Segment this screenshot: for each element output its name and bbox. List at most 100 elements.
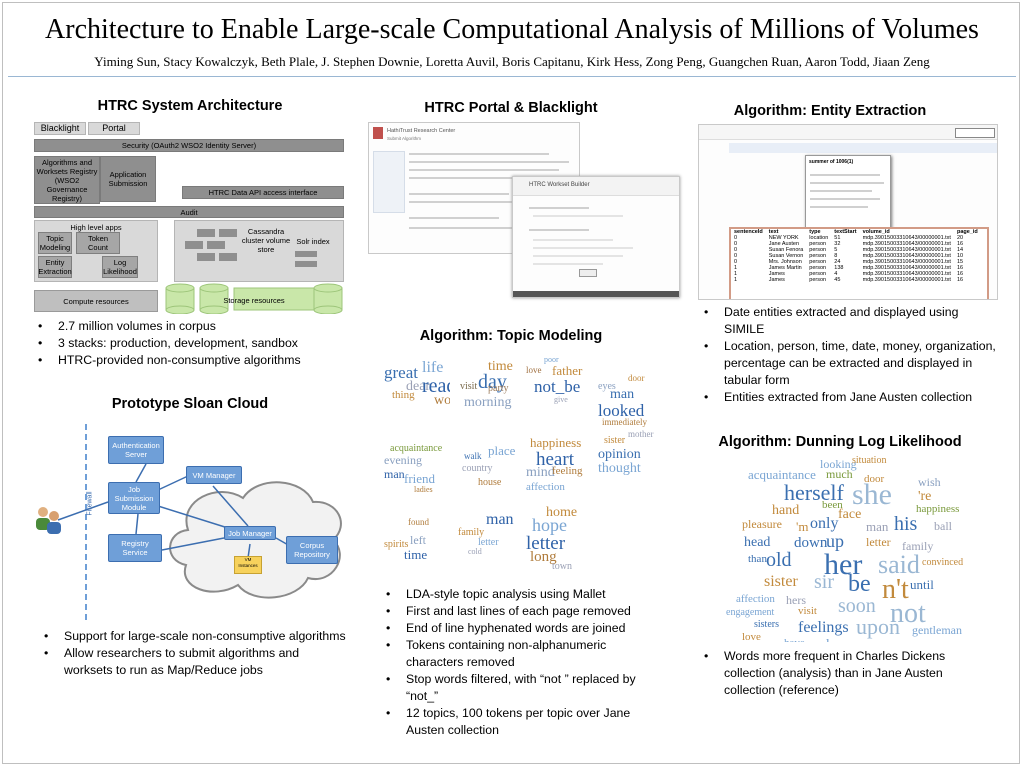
vm-manager-box: VM Manager	[186, 466, 242, 484]
topic-modeling-box: Topic Modeling	[38, 232, 72, 254]
architecture-heading: HTRC System Architecture	[97, 98, 283, 114]
corpus-repository-box: Corpus Repository	[286, 536, 338, 564]
table-cell: 1	[734, 271, 738, 277]
portal-sidebar	[373, 151, 405, 213]
topic-word: opinion	[598, 447, 641, 462]
table-cell: location	[809, 235, 829, 241]
dunning-word: sister	[764, 573, 798, 590]
poster-authors: Yiming Sun, Stacy Kowalczyk, Beth Plale,…	[94, 54, 930, 69]
topic-word: man	[486, 511, 514, 528]
workset-footer	[513, 291, 679, 297]
topic-word: thought	[598, 461, 641, 476]
table-cell: 10	[956, 253, 964, 259]
table-header-cell: text	[768, 229, 779, 235]
bullet: Date entities extracted and displayed us…	[700, 304, 1000, 338]
popup-title: summer of 1006(1)	[809, 159, 854, 165]
high-level-apps-label: High level apps	[70, 223, 122, 232]
job-submission-box: Job Submission Module	[108, 482, 160, 514]
connector	[157, 505, 229, 529]
table-cell: 1	[734, 277, 738, 283]
dunning-word: she	[852, 478, 892, 511]
topic-word: heart	[536, 449, 574, 470]
timeline-band	[729, 143, 997, 153]
dunning-word: sisters	[754, 619, 779, 630]
title-divider	[8, 76, 1016, 77]
topic-word: looked	[598, 401, 645, 420]
topic-word: time	[488, 360, 513, 374]
topic-word: poor	[544, 356, 559, 364]
dunning-word: soon	[838, 595, 876, 617]
dunning-word: feelings	[798, 619, 849, 636]
dunning-word: sir	[814, 571, 834, 593]
dunning-word: only	[810, 515, 839, 532]
table-cell: 16	[956, 265, 964, 271]
topic-word: acquaintance	[390, 443, 443, 454]
sloan-heading: Prototype Sloan Cloud	[111, 396, 269, 412]
topic-modeling-heading: Algorithm: Topic Modeling	[419, 328, 603, 344]
topic-word: not_be	[534, 377, 581, 396]
bullet: LDA-style topic analysis using Mallet	[382, 586, 664, 603]
topic-word: party	[488, 383, 509, 394]
table-cell: Susan Vernon	[768, 253, 804, 259]
table-cell: Susan Fenora	[768, 247, 804, 253]
table-cell: mdp.39015003310643/00000001.txt	[862, 247, 951, 253]
bullet: Tokens containing non-alphanumeric chara…	[382, 637, 664, 671]
topic-word: father	[552, 363, 583, 378]
dunning-word: however	[826, 638, 878, 643]
portal-submit-algorithm: Submit Algorithm	[387, 136, 422, 141]
table-cell: mdp.39015003310643/00000001.txt	[862, 265, 951, 271]
cloud-shapes	[36, 424, 342, 620]
dunning-word: wish	[918, 475, 941, 489]
dunning-word: door	[864, 473, 885, 485]
table-header-cell: page_id	[956, 229, 978, 235]
topic-word: love	[526, 365, 542, 375]
topic-word: letter	[478, 537, 499, 548]
table-cell: mdp.39015003310643/00000001.txt	[862, 241, 951, 247]
dunning-word: hand	[772, 503, 800, 518]
table-cell: person	[809, 253, 827, 259]
dunning-word: down	[794, 535, 828, 551]
connector	[135, 513, 139, 535]
cylinder-bottom	[165, 305, 195, 314]
simile-search-button[interactable]	[955, 128, 995, 138]
table-cell: person	[809, 241, 827, 247]
solr-label: Solr index	[296, 237, 330, 246]
storage-node	[219, 253, 237, 261]
table-cell: person	[809, 271, 827, 277]
dunning-word: ball	[934, 519, 952, 533]
poster-title: Architecture to Enable Large-scale Compu…	[45, 14, 979, 45]
registry-box: Algorithms and Worksets Registry (WSO2 G…	[34, 156, 100, 204]
storage-node	[185, 241, 203, 249]
topic-word: give	[554, 395, 568, 404]
log-likelihood-box: Log Likelihood	[102, 256, 138, 278]
dunning-word: engagement	[726, 607, 775, 618]
dunning-word: until	[910, 577, 934, 592]
table-cell: James	[768, 271, 785, 277]
workset-builder-screenshot: HTRC Workset Builder	[512, 176, 680, 298]
bullet: Location, person, time, date, money, org…	[700, 338, 1000, 389]
topic-word: happiness	[530, 436, 582, 450]
table-cell: person	[809, 247, 827, 253]
bullet: End of line hyphenated words are joined	[382, 620, 664, 637]
solr-node	[295, 261, 317, 267]
dunning-word: convinced	[922, 557, 964, 568]
topic-word: life	[422, 360, 444, 376]
entity-extraction-box: Entity Extraction	[38, 256, 72, 278]
table-cell: 0	[734, 235, 738, 241]
workset-create-button[interactable]	[579, 269, 597, 277]
table-header-cell: type	[809, 229, 821, 235]
topic-word: evening	[384, 453, 422, 467]
job-manager-box: Job Manager	[224, 526, 276, 540]
topic-word: town	[552, 561, 572, 572]
table-cell: 0	[734, 247, 738, 253]
blacklight-box: Blacklight	[34, 122, 86, 135]
cassandra-label: Cassandra cluster volume store	[241, 227, 291, 254]
vm-instances-box: VM Instances	[234, 556, 262, 574]
table-cell: Jane Austen	[768, 241, 800, 247]
